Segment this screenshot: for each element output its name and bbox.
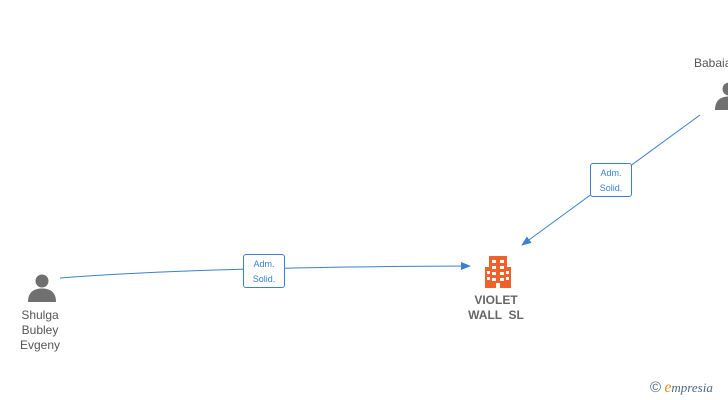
edge-label-line: Adm. <box>253 259 275 269</box>
edge-line-shulga-company <box>59 262 471 279</box>
person-name-line: Evgeny <box>19 338 61 352</box>
brand-initial: e <box>664 379 672 396</box>
person-label-babaia[interactable]: Babaia <box>694 56 728 71</box>
edge-label-line: Solid. <box>252 274 276 284</box>
edge-label-babaia-company[interactable]: Adm. Solid. <box>590 163 632 197</box>
brand-watermark: © empresia <box>650 380 713 396</box>
person-name-line: Bubley <box>21 323 59 337</box>
building-icon[interactable] <box>483 254 513 288</box>
copyright-icon: © <box>650 379 662 396</box>
person-icon-wrapper <box>714 80 728 110</box>
brand-name: mpresia <box>671 380 713 395</box>
person-label-shulga[interactable]: Shulga Bubley Evgeny <box>5 308 75 353</box>
person-icon[interactable] <box>714 80 728 110</box>
person-icon[interactable] <box>27 272 57 302</box>
edge-label-line: Adm. <box>600 168 622 178</box>
person-name-line: Shulga <box>21 308 59 322</box>
edge-label-line: Solid. <box>599 183 623 193</box>
company-name-line: WALL SL <box>468 308 524 322</box>
company-label[interactable]: VIOLET WALL SL <box>450 293 542 323</box>
company-name-line: VIOLET <box>474 293 518 307</box>
edge-label-shulga-company[interactable]: Adm. Solid. <box>243 254 285 288</box>
person-name-line: Babaia <box>694 56 728 70</box>
